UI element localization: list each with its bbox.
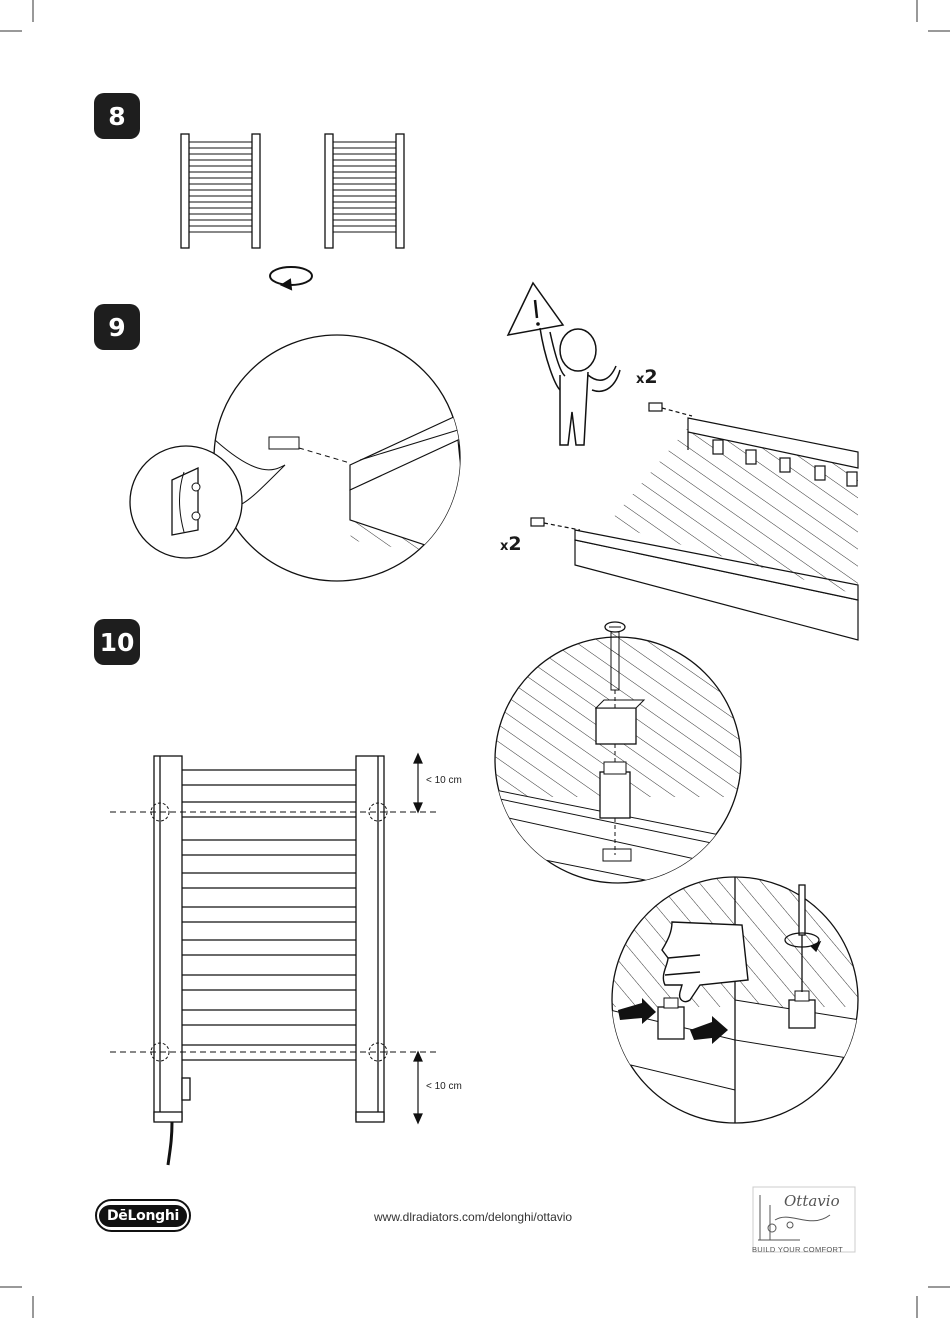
step-8-badge: 8 <box>94 93 140 139</box>
quantity-upper: x2 <box>636 366 658 388</box>
rotate-arrow-icon <box>270 267 312 289</box>
quantity-value: 2 <box>508 533 521 555</box>
step10-radiator <box>154 756 384 1165</box>
ottavio-name: Ottavio <box>784 1192 840 1210</box>
step-10-badge: 10 <box>94 619 140 665</box>
website-url[interactable]: www.dlradiators.com/delonghi/ottavio <box>374 1210 572 1224</box>
step9-detail-circle <box>214 335 470 581</box>
gap-top-label: < 10 cm <box>426 775 462 786</box>
step-9-badge: 9 <box>94 304 140 350</box>
step10-fix-detail <box>610 877 860 1123</box>
step10-screw-detail <box>495 637 745 900</box>
brand-name: DēLonghi <box>99 1205 187 1227</box>
dimension-arrows <box>414 754 422 1123</box>
rail-assembly <box>531 403 858 640</box>
gap-bottom-label: < 10 cm <box>426 1081 462 1092</box>
ottavio-tagline: BUILD YOUR COMFORT <box>752 1245 843 1254</box>
quantity-lower: x2 <box>500 533 522 555</box>
step8-radiator-right <box>325 134 404 248</box>
person-figure <box>540 328 620 445</box>
warning-triangle-icon <box>508 283 563 335</box>
quantity-value: 2 <box>644 366 657 388</box>
step8-radiator-left <box>181 134 260 248</box>
delonghi-logo: DēLonghi <box>95 1199 191 1232</box>
